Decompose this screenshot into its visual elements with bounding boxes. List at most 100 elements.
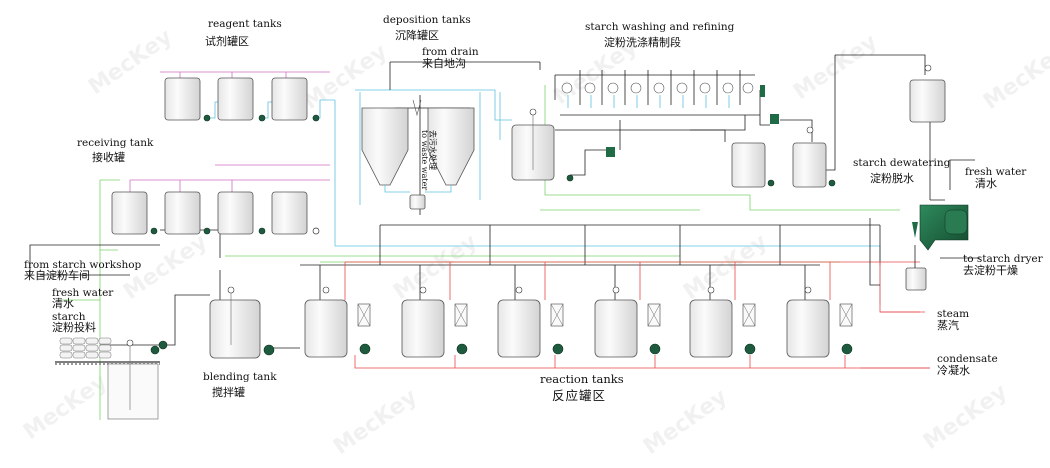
hydrocyclone-icon [653,82,665,94]
agitator-motor-icon [707,286,715,294]
agitator-motor-icon [924,64,932,72]
pump-icon [744,343,756,355]
receiving-tank-group [111,191,158,235]
starch-feed-label-cn: 淀粉投料 [52,320,96,334]
deposition-tanks-label-cn: 沉降罐区 [395,28,439,42]
agitator-motor-icon [419,286,427,294]
from-starch-workshop-label: from starch workshop [24,259,142,271]
steam-label-cn: 蒸汽 [937,318,959,332]
pump-icon [456,343,468,355]
watermark-logo: MecKey [19,369,112,444]
reagent-tank [217,77,254,121]
pump-icon [359,343,371,355]
reaction-tanks-label-cn: 反应罐区 [552,388,606,403]
deposition-tank-group: to waste water 去污水处理 [361,99,475,210]
starch-feed-label: starch [52,311,86,323]
hydrocyclone-icon [561,82,573,94]
pump-icon [258,114,266,122]
reagent-tank [217,191,254,235]
collection-vessel [905,267,927,291]
pump-icon [767,179,775,187]
agitator-motor-icon [322,286,330,294]
condensate-label: condensate [937,353,998,365]
agitator-motor-icon [612,286,620,294]
drain-note-en: to waste water [420,130,429,190]
blending-tank-group [209,286,275,359]
receiving-tank-label-cn: 接收罐 [92,150,125,164]
reaction-tank-group [304,286,853,358]
blending-tank-label-cn: 搅拌罐 [212,385,245,399]
reagent-tank [164,191,201,235]
reaction-tank [786,299,830,358]
intermediate-tank-with-agitator [792,142,827,188]
from-drain-label: from drain [422,46,479,58]
pump-icon [841,343,853,355]
deposition-tank [427,107,475,186]
pump-icon [158,340,168,350]
watermark-logo: MecKey [979,39,1050,114]
watermark-logo: MecKey [679,229,772,304]
receiving-tank-label: receiving tank [77,137,154,149]
pump-icon [263,344,275,356]
collection-vessel [409,194,426,210]
starch-washing-label-cn: 淀粉洗涤精制段 [604,35,681,49]
pump-icon [150,227,158,235]
fresh-water-right-label: fresh water [965,166,1027,178]
reaction-tank [594,299,638,358]
intermediate-tank [731,142,766,188]
to-starch-dryer-label: to starch dryer [963,253,1044,265]
condensate-label-cn: 冷凝水 [937,363,970,377]
agitator-motor-icon [529,108,537,116]
reaction-tank [497,299,541,358]
hydrocyclone-icon [722,82,734,94]
pump-icon [203,114,211,122]
steam-label: steam [937,308,969,320]
pump-icon [566,174,574,182]
fresh-water-right-label-cn: 清水 [975,177,997,190]
watermark-logo: MecKey [299,39,392,114]
receiving-tank [111,191,148,235]
pump-icon [150,345,160,355]
watermark-logo: MecKey [639,384,732,459]
filter-icon [760,85,765,97]
watermark-logo: MecKey [789,29,882,104]
reagent-tank-with-agitator [271,191,308,235]
deposition-tanks-label: deposition tanks [383,14,471,26]
starch-washing-label: starch washing and refining [585,21,735,33]
pump-icon [203,227,211,235]
to-starch-dryer-label-cn: 去淀粉干燥 [963,263,1018,277]
reaction-tank [401,299,445,358]
watermark-logo: MecKey [329,384,422,459]
pump-icon [258,227,266,235]
hydrocyclone-icon [607,82,619,94]
reagent-tank-group [164,77,320,235]
agitator-motor-icon [126,339,134,347]
drain-note-cn: 去污水处理 [428,130,438,170]
hydrocyclone-icon [742,82,754,94]
starch-feeding-station [55,337,168,420]
hydrocyclone-icon [699,82,711,94]
hydrocyclone-icon [630,82,642,94]
reaction-tanks-label: reaction tanks [540,372,624,386]
valve-icon [312,227,320,235]
fresh-water-left-label: fresh water [52,287,114,299]
reaction-tank [304,299,348,358]
hydrocyclone-icon [584,82,596,94]
fresh-water-left-label-cn: 清水 [52,297,74,310]
pump-icon [552,343,564,355]
feeding-pit [107,363,159,420]
pump-icon [312,114,320,122]
starch-dewatering-label-cn: 淀粉脱水 [870,171,914,185]
reagent-tank [271,77,308,121]
pump-icon [606,147,615,157]
dewatering-feed-tank [909,79,946,123]
watermark-logo: MecKey [389,229,482,304]
reagent-tanks-label: reagent tanks [208,18,282,30]
reagent-tank [164,77,201,121]
deposition-tank [361,107,409,186]
dewatering-group [905,64,969,291]
agitator-motor-icon [804,286,812,294]
pump-icon [770,114,779,124]
washing-feed-tank-group [511,108,615,182]
